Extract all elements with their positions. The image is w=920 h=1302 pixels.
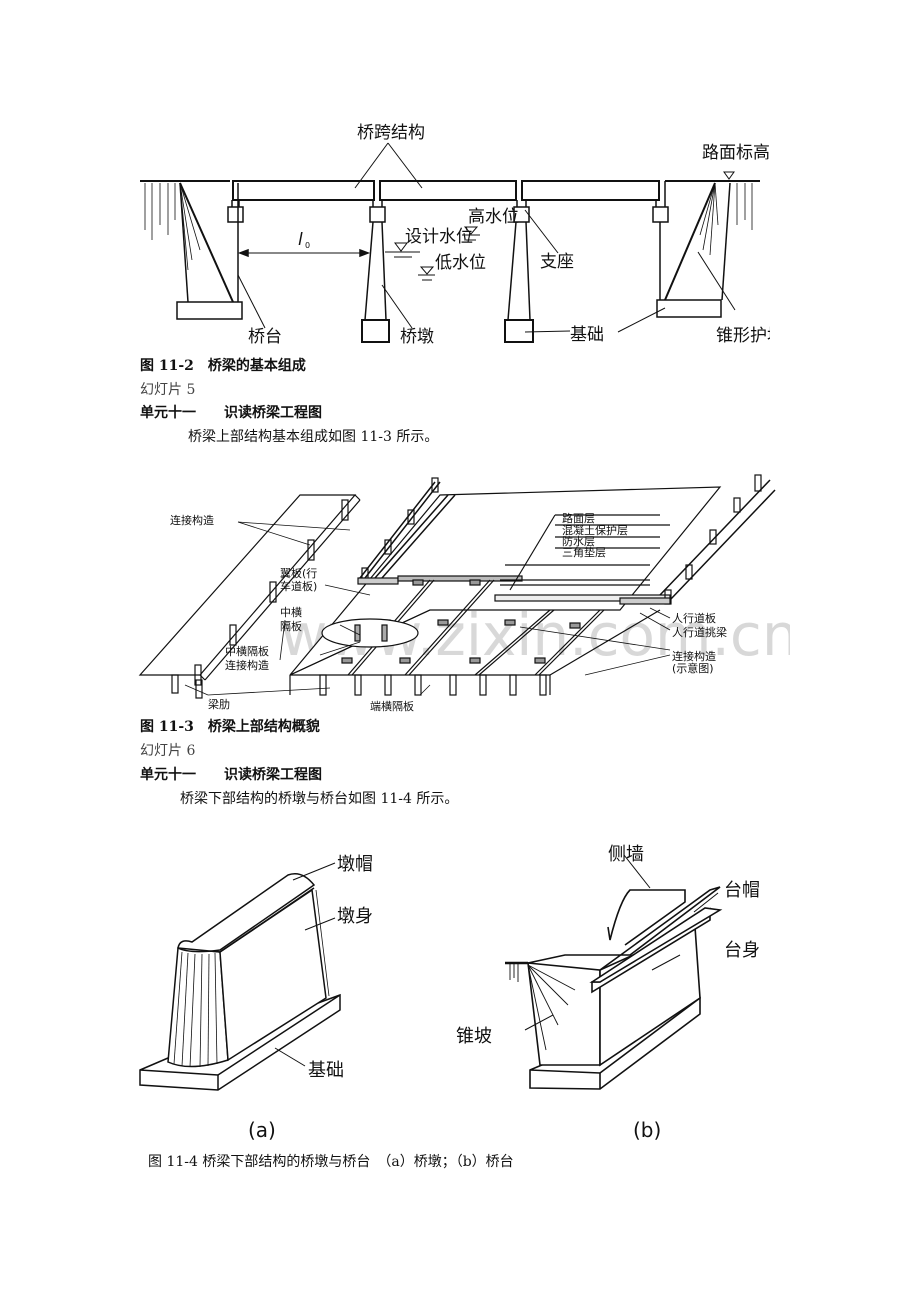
label-sub-b: (b) — [633, 1118, 661, 1142]
label-wing-plate-2: 车道板) — [280, 579, 317, 593]
label-pier-foundation: 基础 — [308, 1060, 344, 1081]
abutment-back-wall — [527, 886, 721, 971]
label-mid-diaphragm-conn-1: 中横隔板 — [225, 644, 269, 658]
label-span-length: l — [298, 230, 303, 250]
left-embankment-hatch — [144, 182, 206, 271]
label-end-diaphragm: 端横隔板 — [370, 699, 414, 713]
label-wing-plate-1: 翼板(行 — [280, 566, 317, 580]
label-low-water: 低水位 — [435, 253, 486, 273]
label-pier: 桥墩 — [400, 327, 434, 347]
right-abutment-footing — [656, 299, 722, 318]
slide-5-label: 幻灯片 5 — [140, 382, 196, 398]
label-mid-diaphragm-2: 隔板 — [280, 619, 302, 633]
label-span-length-sub: 0 — [305, 241, 310, 250]
label-beam-rib: 梁肋 — [208, 697, 230, 711]
label-high-water: 高水位 — [468, 207, 519, 227]
bearing-2 — [369, 206, 386, 223]
figure-11-4a-pier: 墩帽 墩身 基础 (a) — [139, 854, 373, 1142]
label-sidewalk-slab: 人行道板 — [672, 611, 716, 625]
left-beam-diaphragms — [194, 499, 349, 686]
label-mid-diaphragm-1: 中横 — [280, 605, 302, 619]
left-abutment-footing — [176, 301, 243, 320]
label-sidewalk-cantilever: 人行道挑梁 — [672, 625, 727, 639]
figure-11-4-caption: 图 11-4 桥梁下部结构的桥墩与桥台 （a）桥墩；（b）桥台 — [148, 1154, 514, 1170]
cutaway-ellipse — [321, 618, 419, 648]
deck-span-2 — [379, 180, 517, 201]
label-pier-cap: 墩帽 — [337, 854, 373, 875]
pier-cap — [177, 873, 316, 953]
label-cone-slope: 锥形护坡 — [716, 326, 770, 346]
label-foundation: 基础 — [570, 325, 604, 345]
label-sub-a: (a) — [248, 1118, 276, 1142]
label-cone-slope: 锥坡 — [456, 1026, 492, 1047]
label-mid-diaphragm-conn-2: 连接构造 — [225, 658, 269, 672]
label-connection-schematic-1: 连接构造 — [672, 649, 716, 663]
pier-body-front — [167, 947, 229, 1068]
right-embankment-hatch — [699, 182, 753, 256]
deck-span-1 — [232, 180, 375, 201]
label-span-structure: 桥跨结构 — [357, 123, 425, 143]
slide-6-label: 幻灯片 6 — [140, 743, 196, 759]
label-side-wall: 侧墙 — [608, 844, 644, 865]
label-connection-top: 连接构造 — [170, 513, 214, 527]
label-waterproof: 防水层 — [562, 534, 595, 548]
bearing-1 — [227, 206, 244, 223]
pier-1-footing — [361, 319, 390, 343]
label-pavement-layer: 路面层 — [562, 512, 595, 525]
figure-11-2-caption: 图 11-2 桥梁的基本组成 — [140, 358, 306, 374]
label-concrete-protect: 混凝土保护层 — [562, 523, 628, 537]
abutment-side-wall — [607, 889, 686, 946]
slide-6-unit-title: 单元十一 识读桥梁工程图 — [140, 767, 322, 783]
slide-6-body: 桥梁下部结构的桥墩与桥台如图 11-4 所示。 — [180, 791, 459, 807]
label-abutment-cap: 台帽 — [724, 880, 760, 901]
pier-2-footing — [504, 319, 534, 343]
bearing-4 — [652, 206, 669, 223]
label-bearing: 支座 — [540, 252, 574, 272]
label-abutment: 桥台 — [248, 327, 282, 347]
label-connection-schematic-2: (示意图) — [672, 661, 714, 675]
diaphragm-band — [397, 575, 523, 582]
label-road-elevation: 路面标高 — [702, 143, 770, 163]
slide-5-body: 桥梁上部结构基本组成如图 11-3 所示。 — [188, 429, 439, 445]
figure-11-3-superstructure: www.zixin.com.cn — [138, 474, 790, 713]
figure-11-3-caption: 图 11-3 桥梁上部结构概貌 — [140, 719, 320, 735]
figure-11-2-bridge-composition: 桥跨结构 路面标高 高水位 设计水位 低水位 l 0 支座 桥台 桥墩 基础 锥… — [140, 123, 770, 347]
label-abutment-body: 台身 — [724, 940, 760, 961]
end-diaphragm-ribs — [289, 674, 551, 696]
figure-11-4b-abutment: 侧墙 台帽 台身 锥坡 (b) — [456, 844, 760, 1142]
label-pier-body: 墩身 — [337, 906, 373, 927]
slide-5-unit-title: 单元十一 识读桥梁工程图 — [140, 405, 322, 421]
label-design-water: 设计水位 — [405, 227, 473, 247]
deck-span-3 — [521, 180, 660, 201]
label-triangle-cushion: 三角垫层 — [562, 545, 606, 559]
